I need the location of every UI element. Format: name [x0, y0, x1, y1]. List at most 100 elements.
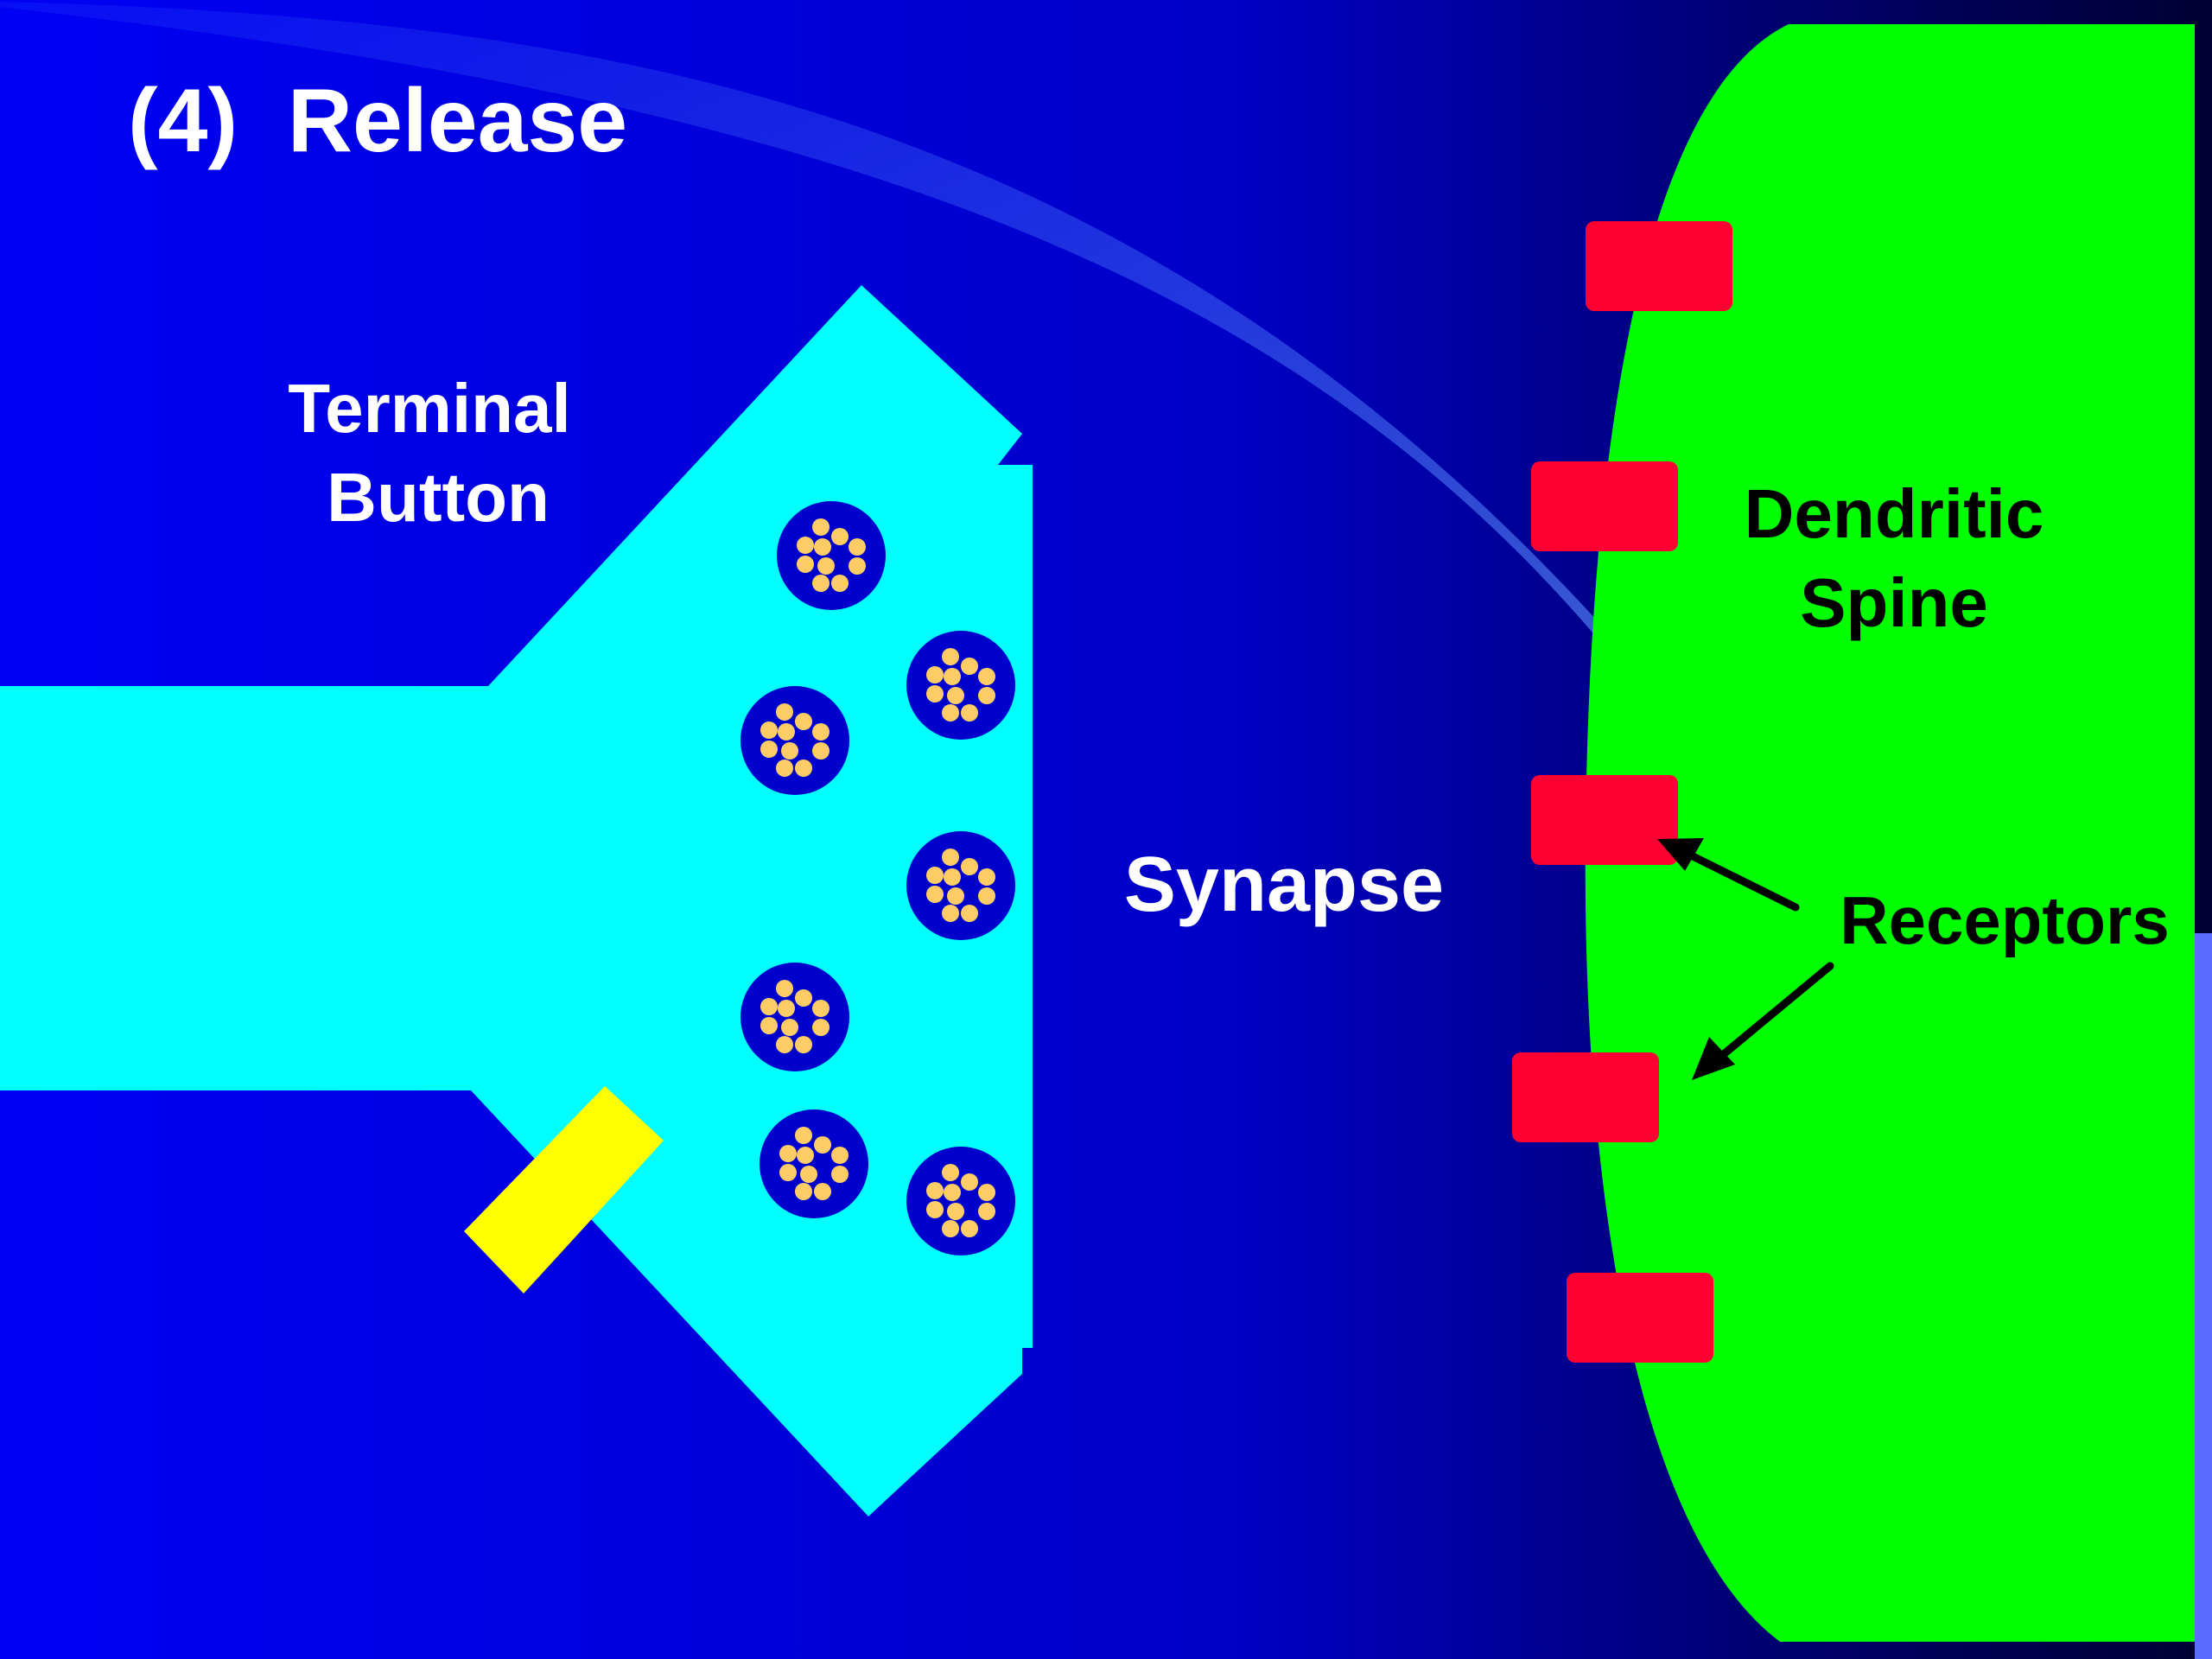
- neurotransmitter-dot: [778, 723, 795, 741]
- neurotransmitter-dot: [812, 518, 830, 536]
- terminal-button: [0, 285, 1033, 1516]
- slide-edge-right: [2195, 933, 2212, 1659]
- neurotransmitter-dot: [942, 704, 959, 721]
- neurotransmitter-dot: [795, 1036, 812, 1053]
- vesicle: [760, 1109, 868, 1218]
- neurotransmitter-dot: [776, 703, 793, 721]
- neurotransmitter-dot: [814, 1136, 831, 1154]
- vesicle-membrane: [760, 1109, 868, 1218]
- neurotransmitter-dot: [795, 1183, 812, 1200]
- arrowhead-icon: [1692, 1037, 1735, 1080]
- neurotransmitter-dot: [797, 537, 814, 554]
- neurotransmitter-dot: [942, 1220, 959, 1237]
- neurotransmitter-dot: [978, 887, 995, 905]
- neurotransmitter-dot: [942, 648, 959, 665]
- neurotransmitter-dot: [781, 742, 798, 760]
- neurotransmitter-dot: [760, 721, 778, 739]
- receptor: [1567, 1273, 1713, 1363]
- neurotransmitter-dot: [795, 713, 812, 730]
- vesicle: [906, 1147, 1015, 1255]
- neurotransmitter-dot: [944, 1184, 961, 1201]
- terminal-button-label-line2: Button: [327, 459, 550, 536]
- neurotransmitter-dot: [961, 905, 978, 922]
- neurotransmitter-dot: [942, 905, 959, 922]
- vesicle: [741, 686, 849, 795]
- yellow-marker: [464, 1086, 664, 1294]
- neurotransmitter-dot: [926, 1201, 944, 1218]
- neurotransmitter-dot: [961, 658, 978, 675]
- synapse-label: Synapse: [1124, 842, 1444, 928]
- vesicle: [906, 631, 1015, 740]
- terminal-button-label-line1: Terminal: [288, 370, 571, 447]
- neurotransmitter-dot: [926, 685, 944, 702]
- neurotransmitter-dot: [849, 557, 866, 575]
- vesicles: [741, 501, 1015, 1255]
- neurotransmitter-dot: [926, 666, 944, 683]
- neurotransmitter-dot: [795, 989, 812, 1007]
- receptors-label: Receptors: [1840, 882, 2169, 958]
- dendritic-spine-label-line1: Dendritic: [1745, 475, 2044, 552]
- neurotransmitter-dot: [760, 998, 778, 1015]
- neurotransmitter-dot: [795, 760, 812, 777]
- receptor-arrows: [1657, 838, 1834, 1080]
- neurotransmitter-dot: [812, 1019, 830, 1036]
- neurotransmitter-dot: [831, 528, 849, 545]
- neurotransmitter-dot: [978, 868, 995, 886]
- vesicle: [906, 831, 1015, 940]
- neurotransmitter-dot: [961, 1173, 978, 1191]
- neurotransmitter-dot: [779, 1145, 797, 1162]
- receptor: [1531, 775, 1678, 865]
- neurotransmitter-dot: [778, 1000, 795, 1017]
- neurotransmitter-dot: [961, 858, 978, 875]
- vesicle-membrane: [906, 631, 1015, 740]
- neurotransmitter-dot: [776, 980, 793, 997]
- neurotransmitter-dot: [797, 556, 814, 573]
- neurotransmitter-dot: [817, 557, 835, 575]
- arrow-shaft: [1676, 846, 1800, 912]
- neurotransmitter-dot: [812, 1000, 830, 1017]
- decorative-arc: [0, 2, 1599, 639]
- neurotransmitter-dot: [760, 741, 778, 758]
- neurotransmitter-dot: [812, 742, 830, 760]
- neurotransmitter-dot: [944, 868, 961, 886]
- neurotransmitter-dot: [812, 575, 830, 592]
- neurotransmitter-dot: [814, 538, 831, 556]
- neurotransmitter-dot: [978, 687, 995, 704]
- dendritic-spine: [1585, 24, 2195, 1642]
- neurotransmitter-dot: [942, 1164, 959, 1181]
- vesicle-membrane: [741, 686, 849, 795]
- receptor: [1531, 461, 1678, 551]
- vesicle: [777, 501, 886, 610]
- neurotransmitter-dot: [978, 1184, 995, 1201]
- neurotransmitter-dot: [797, 1147, 814, 1164]
- dendritic-spine-label-line2: Spine: [1800, 564, 1988, 641]
- arrowhead-icon: [1657, 838, 1704, 871]
- neurotransmitter-dot: [947, 887, 964, 905]
- neurotransmitter-dot: [795, 1127, 812, 1144]
- neurotransmitter-dot: [961, 1220, 978, 1237]
- neurotransmitter-dot: [814, 1183, 831, 1200]
- receptor: [1512, 1052, 1659, 1142]
- neurotransmitter-dot: [812, 723, 830, 741]
- vesicle: [741, 963, 849, 1071]
- slide-title: (4) Release: [128, 71, 627, 171]
- neurotransmitter-dot: [944, 668, 961, 685]
- neurotransmitter-dot: [781, 1019, 798, 1036]
- neurotransmitter-dot: [831, 575, 849, 592]
- arrow-shaft: [1715, 962, 1834, 1062]
- neurotransmitter-dot: [961, 704, 978, 721]
- neurotransmitter-dot: [776, 760, 793, 777]
- neurotransmitter-dot: [831, 1166, 849, 1183]
- vesicle-membrane: [741, 963, 849, 1071]
- neurotransmitter-dot: [947, 687, 964, 704]
- neurotransmitter-dot: [849, 538, 866, 556]
- vesicle-membrane: [906, 831, 1015, 940]
- neurotransmitter-dot: [926, 886, 944, 903]
- neurotransmitter-dot: [776, 1036, 793, 1053]
- neurotransmitter-dot: [978, 1203, 995, 1220]
- neurotransmitter-dot: [978, 668, 995, 685]
- neurotransmitter-dot: [926, 1182, 944, 1199]
- neurotransmitter-dot: [947, 1203, 964, 1220]
- vesicle-membrane: [906, 1147, 1015, 1255]
